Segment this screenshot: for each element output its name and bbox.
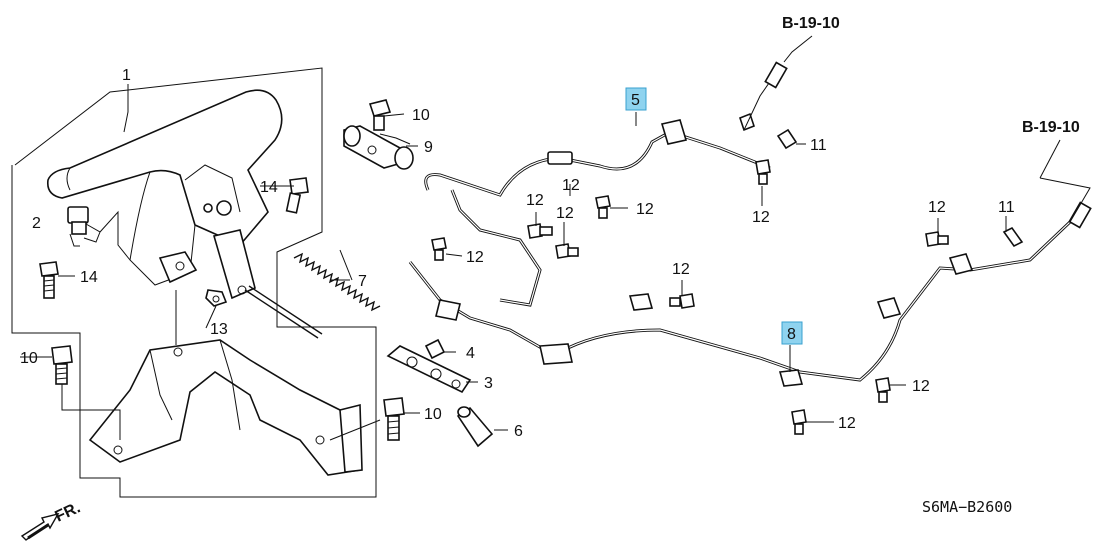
callout-12-b: 12 [556, 205, 574, 222]
reference-b-19-10-right: B-19-10 [1022, 119, 1080, 136]
callout-14-top: 14 [260, 179, 278, 196]
lever-bracket [88, 339, 363, 476]
nut-13 [205, 289, 228, 307]
callout-4: 4 [466, 345, 475, 362]
bolt-14-left [39, 261, 59, 299]
callout-3: 3 [484, 375, 493, 392]
callout-12-h: 12 [912, 378, 930, 395]
clips-11 [776, 128, 1024, 248]
callout-13: 13 [210, 321, 228, 338]
callout-10-left: 10 [20, 350, 38, 367]
brake-lever-handle [46, 89, 283, 300]
callout-6: 6 [514, 423, 523, 440]
callout-12-i: 12 [838, 415, 856, 432]
callout-1: 1 [122, 67, 131, 84]
callout-5: 5 [631, 92, 640, 109]
bolt-10-top [368, 99, 392, 131]
callout-10-bottom: 10 [424, 406, 442, 423]
callout-10-top: 10 [412, 107, 430, 124]
callout-8: 8 [787, 326, 796, 343]
cable-5 [424, 61, 788, 307]
plate-part-3 [386, 345, 472, 394]
callout-12-a: 12 [526, 192, 544, 209]
spring-part-7 [293, 252, 381, 312]
callout-12-j: 12 [562, 177, 580, 194]
bolts-12 [431, 159, 949, 435]
reference-b-19-10-top: B-19-10 [782, 15, 840, 32]
callout-9: 9 [424, 139, 433, 156]
diagram-code: S6MA−B2600 [922, 498, 1012, 516]
callout-12-f: 12 [672, 261, 690, 278]
switch-part-2 [67, 206, 101, 247]
clip-part-4 [424, 338, 446, 360]
callout-5-highlight [625, 87, 647, 111]
callout-12-e: 12 [752, 209, 770, 226]
callout-14-left: 14 [80, 269, 98, 286]
assembly-outline [11, 67, 377, 498]
bolt-14-top [285, 177, 309, 214]
callout-12-c: 12 [636, 201, 654, 218]
callout-11-top: 11 [810, 137, 827, 154]
cap-part-6 [456, 406, 494, 448]
clip-part-9 [343, 125, 414, 170]
callout-2: 2 [32, 215, 41, 232]
cable-8 [408, 201, 1092, 387]
front-direction-arrow-icon [20, 512, 60, 541]
front-direction-label: FR. [53, 499, 84, 525]
bolt-10-left [51, 345, 73, 385]
callout-12-g: 12 [928, 199, 946, 216]
callout-12-d: 12 [466, 249, 484, 266]
bolt-10-bottom [383, 397, 405, 441]
callout-7: 7 [358, 273, 367, 290]
callout-11-right: 11 [998, 199, 1015, 216]
callout-8-highlight [781, 321, 803, 345]
